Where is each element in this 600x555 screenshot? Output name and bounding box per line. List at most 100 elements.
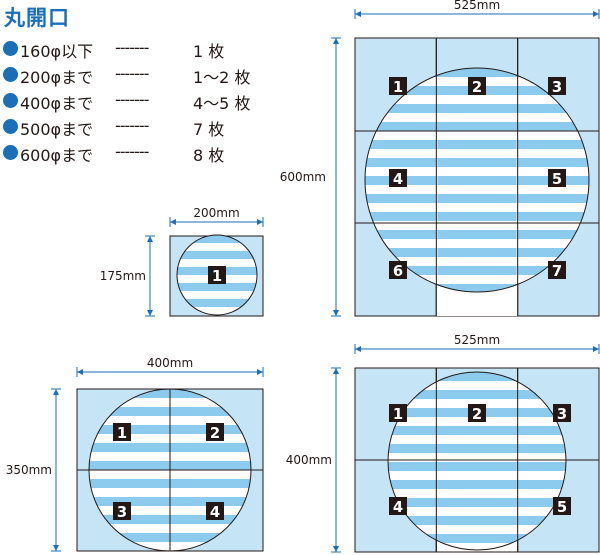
badge-number: 3 bbox=[557, 406, 567, 423]
number-badge: 2 bbox=[468, 404, 486, 423]
arrow-left-icon bbox=[77, 369, 83, 375]
number-badge: 3 bbox=[553, 404, 571, 423]
legend-count: 7 枚 bbox=[193, 120, 225, 139]
arrow-up-icon bbox=[333, 38, 339, 44]
number-badge: 3 bbox=[113, 502, 131, 521]
number-badge: 1 bbox=[113, 423, 131, 442]
opening-circle bbox=[387, 371, 567, 551]
badge-box bbox=[206, 502, 224, 520]
page-title: 丸開口 bbox=[4, 6, 70, 30]
stripe bbox=[437, 140, 517, 149]
width-label: 525mm bbox=[454, 333, 500, 347]
stripe bbox=[437, 194, 517, 203]
badge-box bbox=[389, 169, 407, 187]
arrow-left-icon bbox=[355, 11, 361, 17]
legend-size: 200φまで bbox=[20, 68, 94, 87]
badge-box bbox=[548, 77, 566, 95]
arrow-up-icon bbox=[147, 236, 153, 242]
width-label: 525mm bbox=[454, 0, 500, 12]
arrow-down-icon bbox=[53, 545, 59, 551]
opening-circle bbox=[176, 234, 258, 316]
badge-box bbox=[468, 404, 486, 422]
height-dimension: 350mm bbox=[6, 388, 61, 552]
legend-count: 8 枚 bbox=[193, 146, 225, 165]
bullet-icon bbox=[3, 41, 18, 56]
stripe bbox=[177, 299, 257, 307]
arrow-right-icon bbox=[257, 219, 263, 225]
legend-size: 400φまで bbox=[20, 94, 94, 113]
legend-count: 4～5 枚 bbox=[193, 94, 251, 113]
stripe bbox=[388, 444, 566, 453]
stripe bbox=[437, 516, 517, 525]
stripe bbox=[365, 122, 589, 131]
arrow-down-icon bbox=[333, 546, 339, 552]
stripe bbox=[365, 68, 589, 77]
legend-dashes: ------- bbox=[115, 64, 149, 83]
badge-box bbox=[548, 169, 566, 187]
stripe bbox=[437, 498, 517, 507]
badge-box bbox=[389, 497, 407, 515]
stripe bbox=[437, 230, 517, 239]
stripe bbox=[177, 283, 257, 291]
badge-box bbox=[548, 261, 566, 279]
height-dimension: 400mm bbox=[286, 367, 341, 553]
arrow-down-icon bbox=[147, 310, 153, 316]
arrow-left-icon bbox=[170, 219, 176, 225]
badge-number: 4 bbox=[393, 499, 403, 516]
arrow-right-icon bbox=[593, 11, 599, 17]
badge-number: 6 bbox=[393, 263, 403, 280]
badge-box bbox=[206, 423, 224, 441]
arrow-right-icon bbox=[593, 346, 599, 352]
stripe bbox=[437, 248, 517, 257]
number-badge: 4 bbox=[389, 169, 407, 188]
stripe bbox=[388, 390, 566, 399]
legend-row: 400φまで ------- 4～5 枚 bbox=[3, 90, 263, 113]
number-badge: 2 bbox=[206, 423, 224, 442]
badge-number: 1 bbox=[117, 425, 127, 442]
number-badge: 1 bbox=[389, 77, 407, 96]
badge-number: 7 bbox=[552, 263, 562, 280]
arrow-right-icon bbox=[257, 369, 263, 375]
stripe bbox=[437, 176, 517, 185]
width-dimension: 200mm bbox=[169, 206, 264, 227]
legend-row: 200φまで ------- 1～2 枚 bbox=[3, 64, 263, 87]
height-label: 350mm bbox=[6, 463, 52, 477]
legend-size: 500φまで bbox=[20, 120, 94, 139]
stripe bbox=[437, 212, 517, 221]
badge-number: 1 bbox=[393, 406, 403, 423]
stripe bbox=[365, 104, 589, 113]
badge-box bbox=[113, 502, 131, 520]
stripe bbox=[437, 266, 517, 275]
height-label: 175mm bbox=[100, 269, 146, 283]
badge-number: 2 bbox=[472, 406, 482, 423]
badge-box bbox=[208, 266, 226, 284]
badge-box bbox=[113, 423, 131, 441]
number-badge: 1 bbox=[389, 404, 407, 423]
legend-row: 160φ以下 ------- 1 枚 bbox=[3, 38, 263, 61]
width-dimension: 400mm bbox=[76, 356, 264, 377]
badge-box bbox=[553, 497, 571, 515]
badge-number: 2 bbox=[210, 425, 220, 442]
badge-box bbox=[468, 77, 486, 95]
width-label: 200mm bbox=[193, 206, 239, 220]
legend-count: 1～2 枚 bbox=[193, 68, 251, 87]
stripe bbox=[177, 251, 257, 259]
open-column bbox=[437, 461, 517, 551]
number-badge: 7 bbox=[548, 261, 566, 280]
legend-dashes: ------- bbox=[115, 38, 149, 57]
bullet-icon bbox=[3, 119, 18, 134]
opening-circle bbox=[364, 67, 590, 293]
badge-box bbox=[389, 77, 407, 95]
badge-number: 3 bbox=[552, 79, 562, 96]
number-badge: 5 bbox=[548, 169, 566, 188]
number-badge: 5 bbox=[553, 497, 571, 516]
legend-row: 500φまで ------- 7 枚 bbox=[3, 116, 263, 139]
legend-size: 160φ以下 bbox=[20, 42, 94, 61]
legend-dashes: ------- bbox=[115, 142, 149, 161]
width-label: 400mm bbox=[147, 356, 193, 370]
number-badge: 3 bbox=[548, 77, 566, 96]
